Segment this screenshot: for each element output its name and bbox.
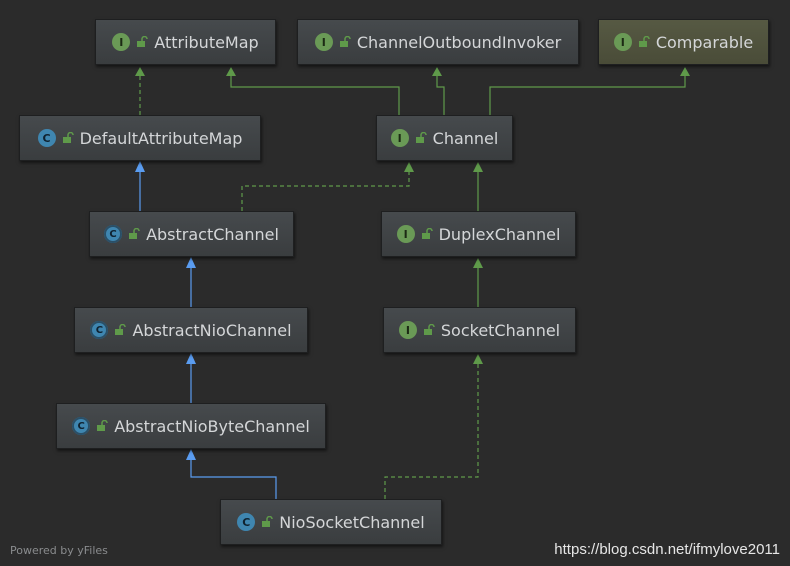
node-label: NioSocketChannel bbox=[279, 512, 425, 532]
interface-icon: I bbox=[390, 129, 409, 147]
node-abstractchannel[interactable]: C AbstractChannel bbox=[89, 211, 294, 257]
unlock-icon bbox=[638, 36, 650, 47]
unlock-icon bbox=[421, 228, 433, 239]
unlock-icon bbox=[423, 324, 435, 335]
powered-by-label: Powered by yFiles bbox=[10, 544, 108, 557]
node-label: SocketChannel bbox=[440, 320, 561, 340]
edge-channel-to-outbound bbox=[432, 67, 445, 115]
unlock-icon bbox=[415, 132, 427, 143]
node-label: ChannelOutboundInvoker bbox=[356, 32, 562, 52]
class-icon: C bbox=[237, 513, 256, 531]
unlock-icon bbox=[97, 420, 108, 431]
node-duplexchannel[interactable]: I DuplexChannel bbox=[381, 211, 576, 257]
node-label: AttributeMap bbox=[154, 32, 259, 52]
node-comparable[interactable]: I Comparable bbox=[598, 19, 769, 65]
node-label: DefaultAttributeMap bbox=[79, 128, 243, 148]
node-label: DuplexChannel bbox=[438, 224, 561, 244]
node-niosocketchannel[interactable]: C NioSocketChannel bbox=[220, 499, 442, 545]
abstract-class-icon: C bbox=[90, 321, 109, 339]
interface-icon: I bbox=[314, 33, 333, 51]
edge-channel-to-attributemap bbox=[226, 67, 400, 115]
interface-icon: I bbox=[613, 33, 632, 51]
edge-abstractniobytechannel-to-abstractniochannel bbox=[186, 353, 196, 403]
node-channeloutboundinvoker[interactable]: I ChannelOutboundInvoker bbox=[297, 19, 579, 65]
node-socketchannel[interactable]: I SocketChannel bbox=[383, 307, 576, 353]
node-label: Comparable bbox=[655, 32, 754, 52]
node-label: AbstractNioByteChannel bbox=[114, 416, 310, 436]
node-channel[interactable]: I Channel bbox=[376, 115, 513, 161]
edge-niosocketchannel-to-socketchannel bbox=[384, 354, 483, 499]
node-label: AbstractChannel bbox=[146, 224, 279, 244]
unlock-icon bbox=[339, 36, 351, 47]
unlock-icon bbox=[115, 324, 127, 335]
unlock-icon bbox=[262, 516, 274, 527]
node-label: AbstractNioChannel bbox=[132, 320, 292, 340]
node-defaultattributemap[interactable]: C DefaultAttributeMap bbox=[19, 115, 261, 161]
edge-defaultattributemap-to-attributemap bbox=[135, 67, 145, 115]
abstract-class-icon: C bbox=[72, 417, 91, 435]
edge-niosocketchannel-to-abstractniobytechannel bbox=[186, 449, 277, 499]
unlock-icon bbox=[62, 132, 74, 143]
node-abstractniobytechannel[interactable]: C AbstractNioByteChannel bbox=[56, 403, 326, 449]
edge-abstractniochannel-to-abstractchannel bbox=[186, 257, 196, 307]
node-label: Channel bbox=[432, 128, 499, 148]
class-icon: C bbox=[37, 129, 56, 147]
abstract-class-icon: C bbox=[104, 225, 123, 243]
interface-icon: I bbox=[398, 321, 417, 339]
interface-icon: I bbox=[396, 225, 415, 243]
unlock-icon bbox=[129, 228, 140, 239]
unlock-icon bbox=[137, 36, 149, 47]
node-attributemap[interactable]: I AttributeMap bbox=[95, 19, 276, 65]
interface-icon: I bbox=[112, 33, 131, 51]
edge-abstractchannel-to-defaultattributemap bbox=[135, 161, 145, 211]
edge-socketchannel-to-duplexchannel bbox=[473, 258, 483, 307]
edge-abstractchannel-to-channel bbox=[241, 162, 414, 211]
watermark: https://blog.csdn.net/ifmylove2011 bbox=[554, 541, 780, 558]
edge-duplexchannel-to-channel bbox=[473, 162, 483, 211]
node-abstractniochannel[interactable]: C AbstractNioChannel bbox=[74, 307, 308, 353]
edge-channel-to-comparable bbox=[489, 67, 690, 115]
